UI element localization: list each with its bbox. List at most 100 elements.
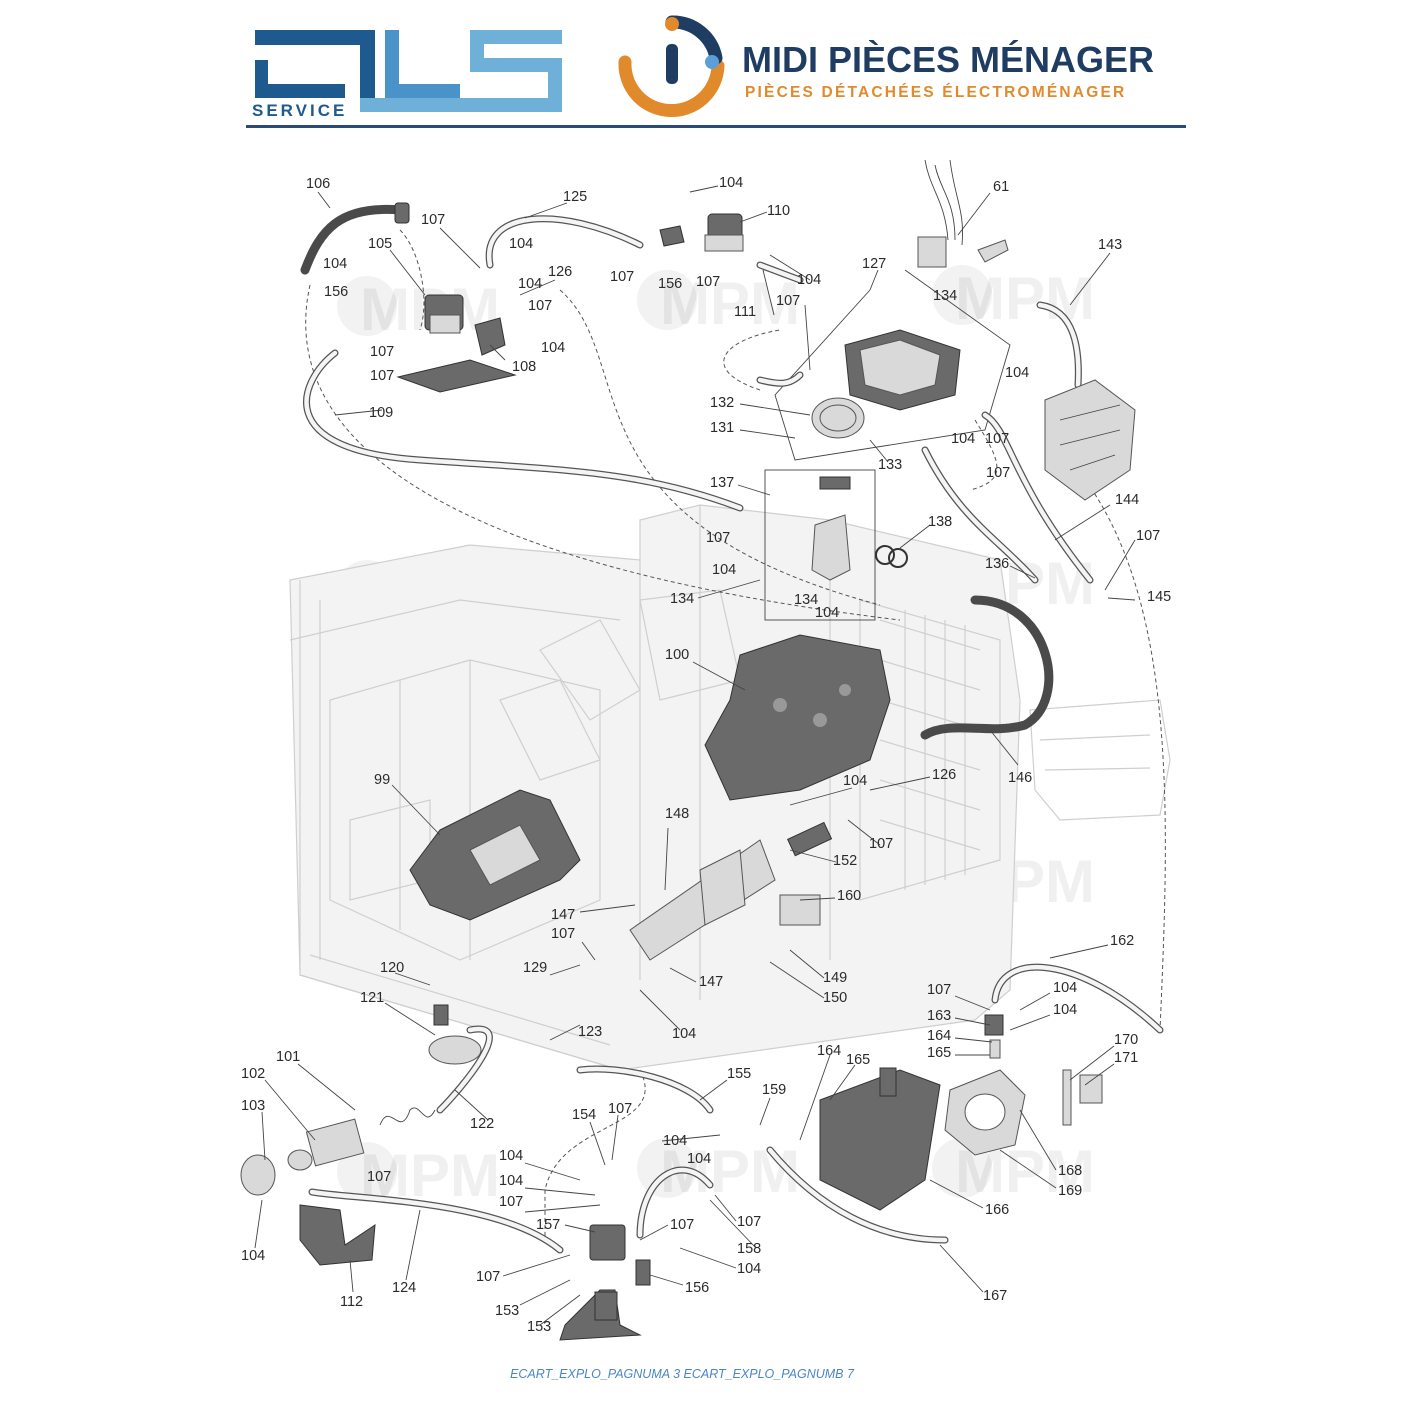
callout-99: 99 bbox=[374, 772, 390, 788]
callout-104: 104 bbox=[1053, 1002, 1077, 1018]
callout-104: 104 bbox=[541, 340, 565, 356]
callout-105: 105 bbox=[368, 236, 392, 252]
callout-107: 107 bbox=[499, 1194, 523, 1210]
callout-153: 153 bbox=[495, 1303, 519, 1319]
callout-167: 167 bbox=[983, 1288, 1007, 1304]
callout-153: 153 bbox=[527, 1319, 551, 1335]
callout-163: 163 bbox=[927, 1008, 951, 1024]
callout-104: 104 bbox=[951, 431, 975, 447]
callout-156: 156 bbox=[658, 276, 682, 292]
leader-lines bbox=[254, 185, 1136, 1326]
callout-104: 104 bbox=[499, 1173, 523, 1189]
callout-107: 107 bbox=[421, 212, 445, 228]
callout-107: 107 bbox=[551, 926, 575, 942]
callout-127: 127 bbox=[862, 256, 886, 272]
callout-107: 107 bbox=[985, 431, 1009, 447]
callout-107: 107 bbox=[476, 1269, 500, 1285]
callout-104: 104 bbox=[518, 276, 542, 292]
callout-101: 101 bbox=[276, 1049, 300, 1065]
callout-104: 104 bbox=[241, 1248, 265, 1264]
callout-123: 123 bbox=[578, 1024, 602, 1040]
callout-131: 131 bbox=[710, 420, 734, 436]
callout-150: 150 bbox=[823, 990, 847, 1006]
callout-158: 158 bbox=[737, 1241, 761, 1257]
callout-165: 165 bbox=[846, 1052, 870, 1068]
callout-124: 124 bbox=[392, 1280, 416, 1296]
callout-122: 122 bbox=[470, 1116, 494, 1132]
callout-134: 134 bbox=[794, 592, 818, 608]
callout-165: 165 bbox=[927, 1045, 951, 1061]
midi-pieces-logo: MIDI PIÈCES MÉNAGER PIÈCES DÉTACHÉES ÉLE… bbox=[618, 15, 1154, 117]
callout-154: 154 bbox=[572, 1107, 596, 1123]
callout-107: 107 bbox=[367, 1169, 391, 1185]
callout-110: 110 bbox=[767, 203, 790, 219]
callout-104: 104 bbox=[672, 1026, 696, 1042]
callout-168: 168 bbox=[1058, 1163, 1082, 1179]
callout-106: 106 bbox=[306, 176, 330, 192]
callout-152: 152 bbox=[833, 853, 857, 869]
callout-104: 104 bbox=[663, 1133, 687, 1149]
callout-162: 162 bbox=[1110, 933, 1134, 949]
jls-service-logo: SERVICE bbox=[252, 30, 562, 120]
callout-169: 169 bbox=[1058, 1183, 1082, 1199]
callout-107: 107 bbox=[370, 344, 394, 360]
part-drawings bbox=[240, 159, 1164, 1341]
callout-107: 107 bbox=[706, 530, 730, 546]
callout-107: 107 bbox=[696, 274, 720, 290]
callout-107: 107 bbox=[776, 293, 800, 309]
callout-147: 147 bbox=[699, 974, 723, 990]
footer-reference: ECART_EXPLO_PAGNUMA 3 ECART_EXPLO_PAGNUM… bbox=[510, 1367, 855, 1381]
callout-61: 61 bbox=[993, 179, 1009, 195]
callout-134: 134 bbox=[670, 591, 694, 607]
callout-104: 104 bbox=[1005, 365, 1029, 381]
routing-lines bbox=[305, 229, 1166, 1240]
callout-156: 156 bbox=[324, 284, 348, 300]
callout-166: 166 bbox=[985, 1202, 1009, 1218]
callout-104: 104 bbox=[797, 272, 821, 288]
callout-156: 156 bbox=[685, 1280, 709, 1296]
callout-104: 104 bbox=[1053, 980, 1077, 996]
callout-157: 157 bbox=[536, 1217, 560, 1233]
callout-171: 171 bbox=[1114, 1050, 1138, 1066]
callout-107: 107 bbox=[737, 1214, 761, 1230]
callout-164: 164 bbox=[817, 1043, 841, 1059]
callout-159: 159 bbox=[762, 1082, 786, 1098]
callout-107: 107 bbox=[608, 1101, 632, 1117]
callout-104: 104 bbox=[737, 1261, 761, 1277]
callout-126: 126 bbox=[548, 264, 572, 280]
callout-104: 104 bbox=[323, 256, 347, 272]
callout-120: 120 bbox=[380, 960, 404, 976]
callout-108: 108 bbox=[512, 359, 536, 375]
callout-107: 107 bbox=[927, 982, 951, 998]
callout-134: 134 bbox=[933, 288, 957, 304]
callout-138: 138 bbox=[928, 514, 952, 530]
callout-109: 109 bbox=[369, 405, 393, 421]
callout-104: 104 bbox=[719, 175, 743, 191]
callout-102: 102 bbox=[241, 1066, 265, 1082]
callout-107: 107 bbox=[528, 298, 552, 314]
callout-160: 160 bbox=[837, 888, 861, 904]
callout-104: 104 bbox=[815, 605, 839, 621]
jls-service-text: SERVICE bbox=[252, 101, 347, 120]
callout-107: 107 bbox=[610, 269, 634, 285]
brand-subtitle: PIÈCES DÉTACHÉES ÉLECTROMÉNAGER bbox=[745, 84, 1126, 101]
callout-136: 136 bbox=[985, 556, 1009, 572]
brand-title: MIDI PIÈCES MÉNAGER bbox=[742, 39, 1154, 80]
callout-104: 104 bbox=[509, 236, 533, 252]
callout-104: 104 bbox=[712, 562, 736, 578]
callout-107: 107 bbox=[869, 836, 893, 852]
callout-104: 104 bbox=[687, 1151, 711, 1167]
callout-121: 121 bbox=[360, 990, 384, 1006]
callout-149: 149 bbox=[823, 970, 847, 986]
watermark: MPM bbox=[660, 270, 800, 337]
callout-132: 132 bbox=[710, 395, 734, 411]
callout-170: 170 bbox=[1114, 1032, 1138, 1048]
callout-143: 143 bbox=[1098, 237, 1122, 253]
callout-100: 100 bbox=[665, 647, 689, 663]
callout-104: 104 bbox=[843, 773, 867, 789]
callout-129: 129 bbox=[523, 960, 547, 976]
callout-107: 107 bbox=[1136, 528, 1160, 544]
callout-126: 126 bbox=[932, 767, 956, 783]
